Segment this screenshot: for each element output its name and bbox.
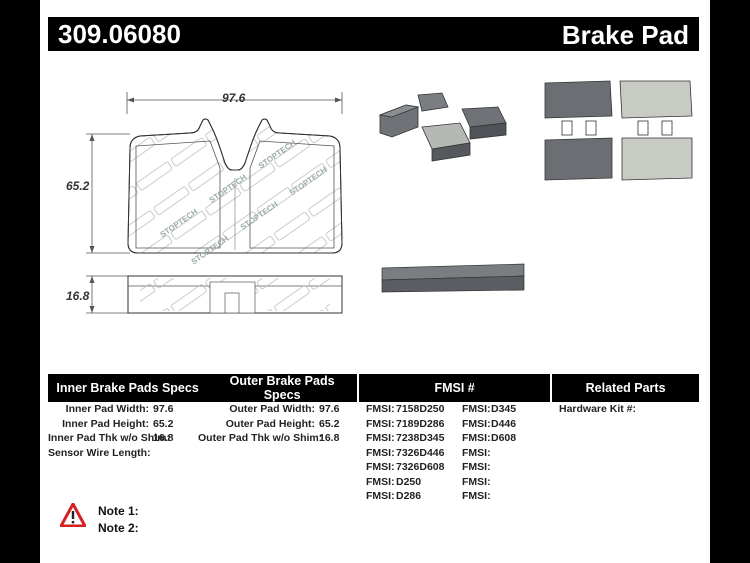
fmsi-label: FMSI: bbox=[462, 432, 491, 444]
fmsi-label: FMSI: bbox=[366, 475, 395, 488]
fmsi-right-labels: FMSI: FMSI: FMSI: FMSI: FMSI: FMSI: FMSI… bbox=[462, 402, 491, 504]
fmsi-value: 7326D608 bbox=[396, 461, 445, 473]
header-inner-specs: Inner Brake Pads Specs bbox=[48, 374, 208, 402]
width-dimension-label: 97.6 bbox=[222, 91, 246, 105]
spec-label: Inner Pad Thk w/o Shim: bbox=[48, 432, 170, 444]
fmsi-label: FMSI: bbox=[366, 417, 395, 430]
outer-specs-values: 97.6 65.2 16.8 bbox=[319, 402, 359, 446]
height-dimension-label: 65.2 bbox=[66, 179, 90, 193]
fmsi-value: D608 bbox=[491, 432, 517, 444]
spec-value: 16.8 bbox=[153, 432, 174, 444]
spec-table: Inner Brake Pads Specs Outer Brake Pads … bbox=[48, 374, 699, 402]
thickness-dimension-label: 16.8 bbox=[66, 289, 90, 303]
warning-triangle-icon bbox=[60, 503, 86, 527]
fmsi-right-values: D345 D446 D608 bbox=[491, 402, 531, 446]
spec-value: 97.6 bbox=[153, 403, 174, 415]
pad-dimension-diagram: STOPTECH STOPTECH STOPTECH STOPTECH STOP… bbox=[86, 92, 343, 314]
fmsi-value: 7158D250 bbox=[396, 403, 445, 415]
note-1: Note 1: bbox=[98, 504, 139, 518]
header-bar: 309.06080 Brake Pad bbox=[48, 17, 699, 51]
related-parts: Hardware Kit #: bbox=[559, 402, 694, 417]
fmsi-label: FMSI: bbox=[462, 490, 491, 502]
spec-value: 97.6 bbox=[319, 403, 340, 415]
fmsi-label: FMSI: bbox=[462, 403, 491, 415]
spec-label: Outer Pad Height: bbox=[225, 417, 315, 430]
outer-specs-labels: Outer Pad Width: Outer Pad Height: Outer… bbox=[198, 402, 323, 446]
fmsi-value: 7238D345 bbox=[396, 432, 445, 444]
fmsi-value: D286 bbox=[396, 490, 422, 502]
fmsi-value: D345 bbox=[491, 403, 517, 415]
pad-side-photo bbox=[381, 263, 525, 293]
inner-specs-values: 97.6 65.2 16.8 bbox=[153, 402, 193, 446]
spec-label: Inner Pad Height: bbox=[62, 417, 149, 430]
spec-value: 65.2 bbox=[153, 417, 174, 430]
spec-label: Outer Pad Width: bbox=[229, 403, 315, 415]
spec-label: Outer Pad Thk w/o Shim: bbox=[198, 432, 323, 444]
fmsi-left-values: 7158D250 7189D286 7238D345 7326D446 7326… bbox=[396, 402, 456, 504]
fmsi-value: D446 bbox=[491, 417, 517, 430]
fmsi-left-labels: FMSI: FMSI: FMSI: FMSI: FMSI: FMSI: FMSI… bbox=[366, 402, 396, 504]
fmsi-label: FMSI: bbox=[366, 490, 395, 502]
fmsi-value: 7189D286 bbox=[396, 417, 445, 430]
pad-set-photo bbox=[378, 92, 507, 162]
part-number: 309.06080 bbox=[58, 19, 181, 49]
fmsi-value: 7326D446 bbox=[396, 446, 445, 459]
pad-face-photo bbox=[544, 80, 693, 181]
hardware-kit-label: Hardware Kit #: bbox=[559, 403, 637, 415]
spec-label: Sensor Wire Length: bbox=[48, 446, 151, 459]
header-related-parts: Related Parts bbox=[551, 374, 699, 402]
header-fmsi: FMSI # bbox=[357, 374, 553, 402]
note-2: Note 2: bbox=[98, 521, 139, 535]
fmsi-label: FMSI: bbox=[366, 403, 395, 415]
spec-label: Inner Pad Width: bbox=[65, 403, 149, 415]
spec-value: 65.2 bbox=[319, 417, 340, 430]
fmsi-label: FMSI: bbox=[366, 432, 395, 444]
spec-value: 16.8 bbox=[319, 432, 340, 444]
fmsi-label: FMSI: bbox=[462, 461, 491, 473]
inner-specs-labels: Inner Pad Width: Inner Pad Height: Inner… bbox=[48, 402, 170, 460]
fmsi-label: FMSI: bbox=[462, 417, 491, 430]
header-outer-specs: Outer Brake Pads Specs bbox=[207, 374, 359, 402]
page-title: Brake Pad bbox=[561, 20, 689, 50]
fmsi-label: FMSI: bbox=[462, 446, 491, 459]
fmsi-label: FMSI: bbox=[366, 461, 395, 473]
fmsi-label: FMSI: bbox=[462, 475, 491, 488]
fmsi-label: FMSI: bbox=[366, 446, 395, 459]
fmsi-value: D250 bbox=[396, 475, 422, 488]
